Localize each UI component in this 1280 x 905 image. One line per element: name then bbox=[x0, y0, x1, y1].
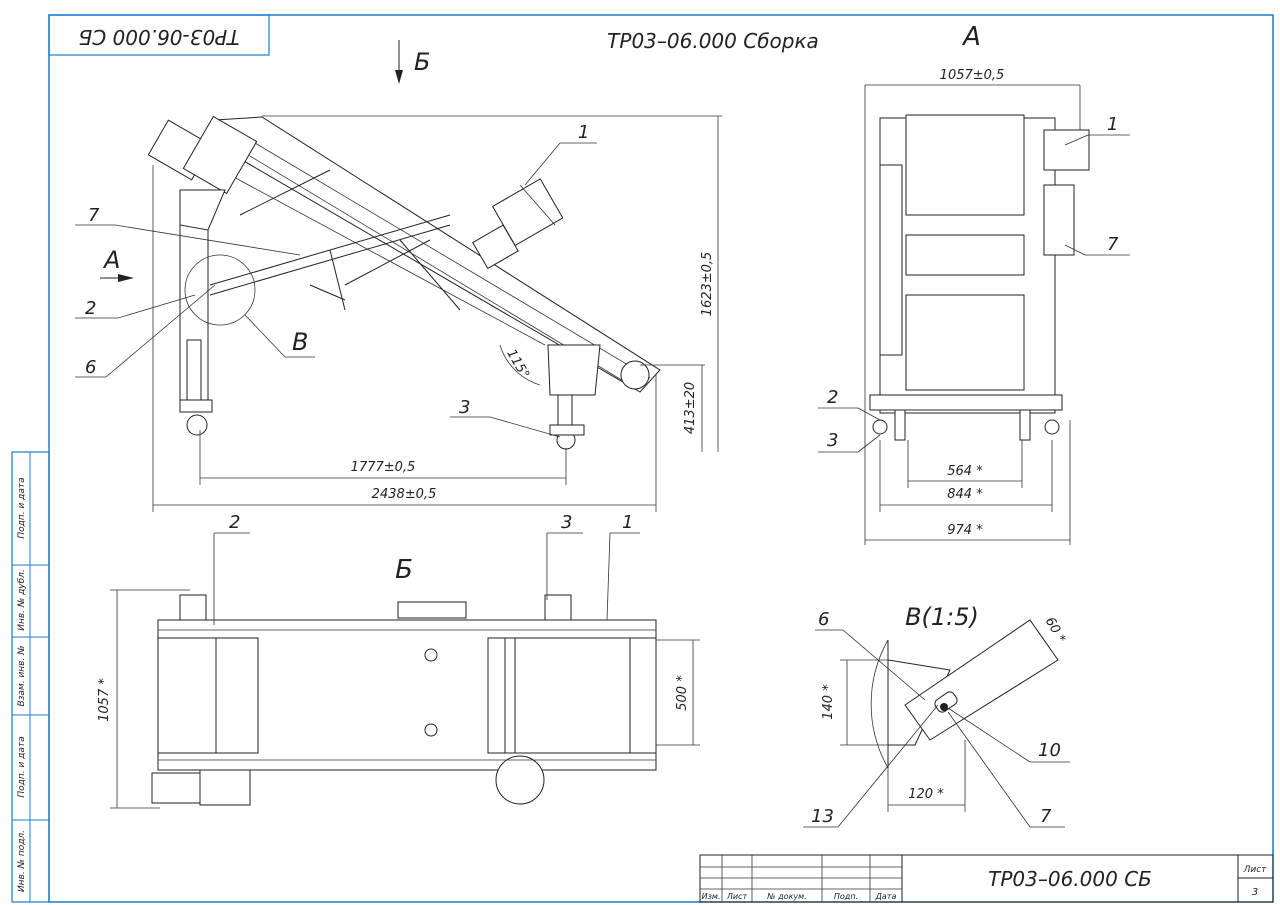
view-A: 1057±0,5 564 * 844 * 974 * 1 7 2 3 bbox=[818, 68, 1130, 545]
side-view: 1623±0,5 413±20 1777±0,5 2438±0,5 115° 1… bbox=[75, 115, 722, 512]
viewA-callout-7: 7 bbox=[1107, 234, 1119, 255]
tb-sheet-label: Лист bbox=[1243, 865, 1268, 875]
tb-header-doc: № докум. bbox=[766, 892, 806, 901]
arrow-B-label: Б bbox=[414, 48, 430, 76]
tb-header-sign: Подп. bbox=[834, 892, 858, 901]
viewA-dim-974: 974 * bbox=[947, 523, 983, 538]
tb-designation: ТР03–06.000 СБ bbox=[988, 867, 1152, 891]
side-col-2: Инв. № дубл. bbox=[17, 569, 27, 631]
viewB-callout-1: 1 bbox=[622, 512, 633, 533]
detailV-dim-angle: 60 * bbox=[1042, 615, 1069, 646]
viewB-dim-belt: 500 * bbox=[675, 675, 690, 711]
detailV-callout-6: 6 bbox=[818, 609, 829, 630]
viewB-dim-height: 1057 * bbox=[97, 678, 112, 722]
view-B-heading: Б bbox=[395, 555, 413, 585]
arrow-A-label: А bbox=[102, 246, 120, 274]
callout-2: 2 bbox=[85, 298, 96, 319]
side-col-5: Инв. № подл. bbox=[17, 830, 27, 892]
viewB-callout-3: 3 bbox=[561, 512, 572, 533]
stamp-mirrored-text: ТР03-06.000 СБ bbox=[79, 25, 240, 49]
view-B: Б 1057 * 500 * 2 3 1 bbox=[97, 512, 700, 809]
viewA-dim-top: 1057±0,5 bbox=[940, 68, 1005, 83]
detail-V: В(1:5) 140 * 120 * 60 * 6 10 13 7 bbox=[803, 603, 1070, 828]
callout-6: 6 bbox=[85, 357, 96, 378]
dim-height: 1623±0,5 bbox=[700, 252, 715, 317]
detailV-dim-140: 140 * bbox=[821, 684, 836, 720]
detailV-callout-7: 7 bbox=[1040, 806, 1052, 827]
side-col-1: Подп. и дата bbox=[17, 477, 27, 538]
sheet-title: ТР03–06.000 Сборка bbox=[607, 29, 819, 53]
viewA-callout-2: 2 bbox=[827, 387, 838, 408]
detail-V-marker: В bbox=[292, 328, 308, 356]
title-block: Изм. Лист № докум. Подп. Дата ТР03–06.00… bbox=[699, 854, 1274, 903]
dim-total-width: 2438±0,5 bbox=[372, 487, 437, 502]
tb-header-date: Дата bbox=[875, 892, 897, 901]
detailV-dim-120: 120 * bbox=[908, 787, 944, 802]
dim-height-low: 413±20 bbox=[683, 382, 698, 434]
viewA-callout-1: 1 bbox=[1107, 114, 1118, 135]
viewA-dim-564: 564 * bbox=[947, 464, 983, 479]
side-col-4: Подп. и дата bbox=[17, 736, 27, 797]
tb-sheet-number: 3 bbox=[1252, 887, 1258, 898]
dim-angle: 115° bbox=[503, 347, 532, 382]
detailV-callout-13: 13 bbox=[811, 806, 834, 827]
viewA-dim-844: 844 * bbox=[947, 487, 983, 502]
viewB-callout-2: 2 bbox=[229, 512, 240, 533]
callout-3: 3 bbox=[459, 397, 470, 418]
dim-wheel-span: 1777±0,5 bbox=[351, 460, 416, 475]
detail-V-title: В(1:5) bbox=[905, 603, 979, 631]
tb-header-list: Лист bbox=[726, 892, 748, 901]
side-col-3: Взам. инв. № bbox=[17, 645, 27, 706]
detailV-callout-10: 10 bbox=[1038, 740, 1061, 761]
callout-7: 7 bbox=[88, 205, 100, 226]
view-A-heading: А bbox=[961, 22, 981, 52]
callout-1: 1 bbox=[578, 122, 589, 143]
viewA-callout-3: 3 bbox=[827, 430, 838, 451]
tb-header-izm: Изм. bbox=[702, 892, 721, 901]
stamp-box bbox=[48, 14, 270, 56]
